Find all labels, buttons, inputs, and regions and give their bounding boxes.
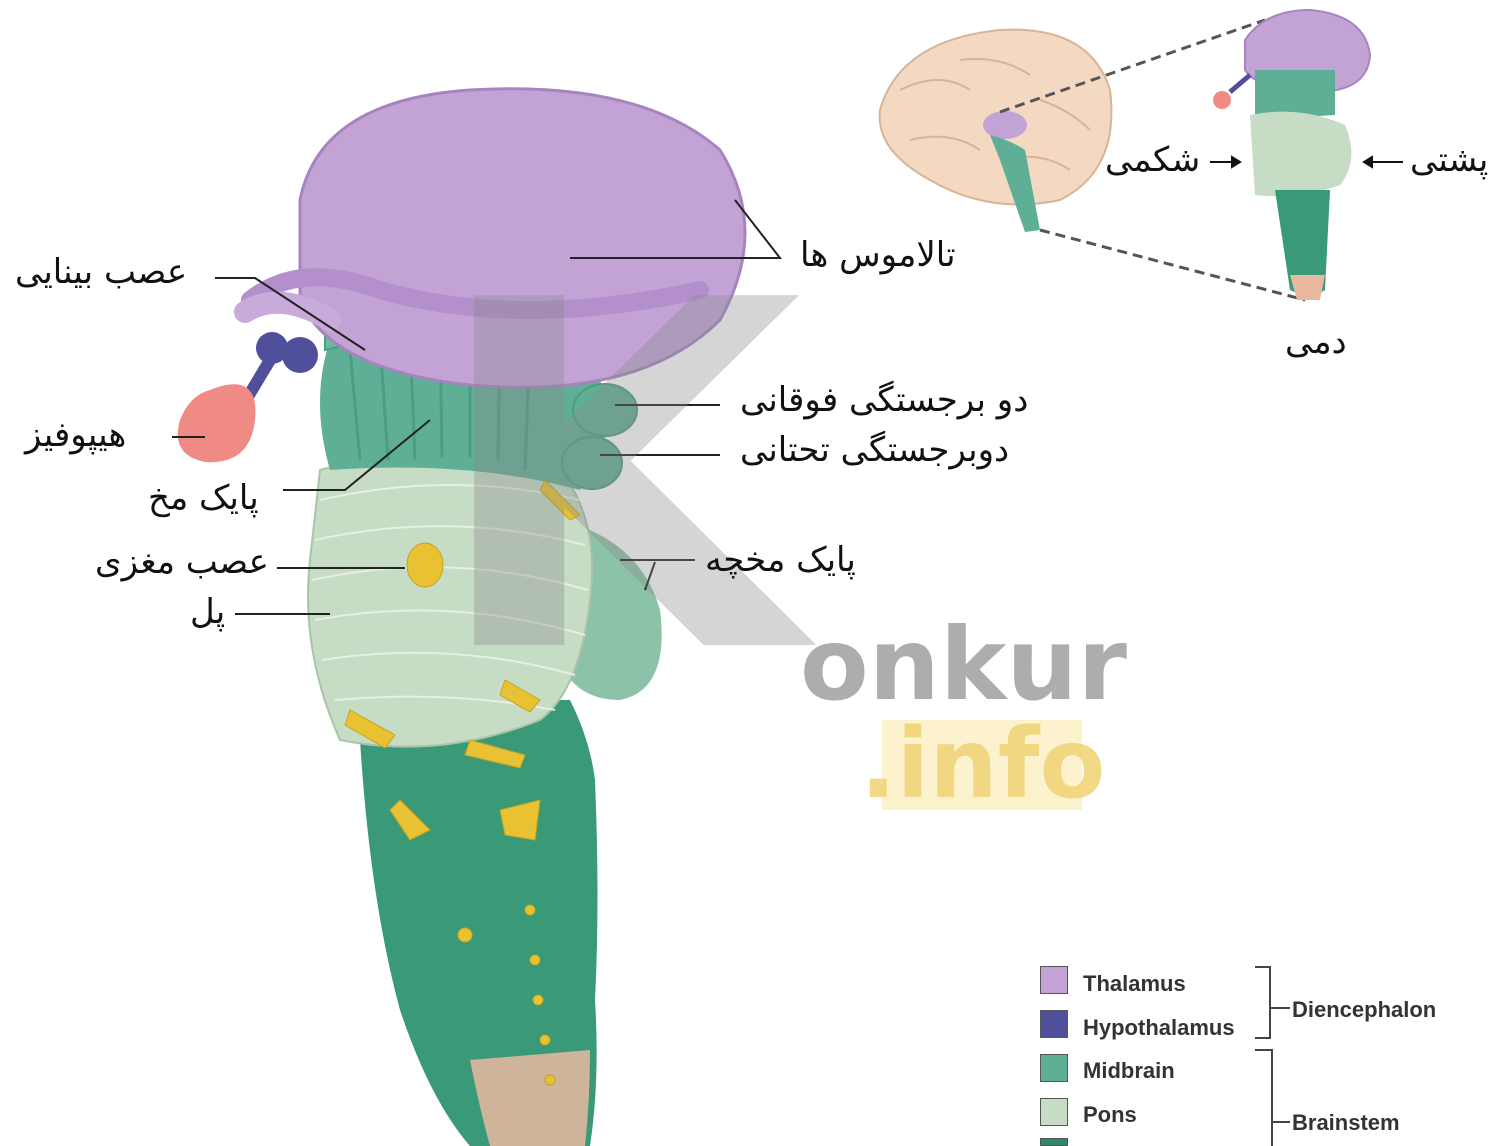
label-ventral: شکمی bbox=[1105, 140, 1200, 180]
label-inferior-colliculus: دوبرجستگی تحتانی bbox=[740, 430, 1009, 470]
label-cerebellar-peduncle: پایک مخچه bbox=[705, 540, 856, 580]
legend-swatch-midbrain bbox=[1040, 1054, 1068, 1082]
legend-label-thalamus: Thalamus bbox=[1083, 971, 1186, 997]
medulla-tip bbox=[470, 1050, 590, 1146]
label-cerebral-peduncle: پایک مخ bbox=[148, 478, 259, 518]
inset-side-stalk bbox=[1230, 75, 1250, 92]
label-thalamus: تالاموس ها bbox=[800, 235, 956, 275]
watermark-word: onkur bbox=[800, 610, 1127, 720]
label-dorsal: پشتی bbox=[1410, 140, 1488, 180]
legend-swatch-pons bbox=[1040, 1098, 1068, 1126]
legend-label-pons: Pons bbox=[1083, 1102, 1137, 1128]
label-superior-colliculus: دو برجستگی فوقانی bbox=[740, 380, 1028, 420]
label-caudal: دمی bbox=[1285, 322, 1347, 362]
legend-label-midbrain: Midbrain bbox=[1083, 1058, 1175, 1084]
legend-swatch-hypothalamus bbox=[1040, 1010, 1068, 1038]
label-cranial-nerve: عصب مغزی bbox=[95, 542, 269, 582]
legend-swatch-medulla bbox=[1040, 1138, 1068, 1146]
legend-group-brainstem: Brainstem bbox=[1292, 1110, 1400, 1136]
optic-nerve-shape bbox=[245, 303, 330, 320]
legend-brackets bbox=[1255, 967, 1290, 1146]
watermark-letter-k: K bbox=[430, 240, 802, 720]
inset-thalamus-shape bbox=[983, 111, 1027, 139]
legend-label-hypothalamus: Hypothalamus bbox=[1083, 1015, 1235, 1041]
inset-side-pituitary bbox=[1213, 91, 1231, 109]
pituitary-shape bbox=[178, 384, 256, 462]
label-optic-nerve: عصب بینایی bbox=[15, 252, 187, 292]
legend-swatch-thalamus bbox=[1040, 966, 1068, 994]
label-pons: پل bbox=[190, 592, 225, 632]
label-pituitary: هیپوفیز bbox=[25, 415, 126, 455]
inset-side-pons bbox=[1250, 112, 1351, 197]
watermark-suffix: .info bbox=[860, 712, 1105, 816]
hypothalamus-shape-b bbox=[282, 337, 318, 373]
legend-group-diencephalon: Diencephalon bbox=[1292, 997, 1436, 1023]
